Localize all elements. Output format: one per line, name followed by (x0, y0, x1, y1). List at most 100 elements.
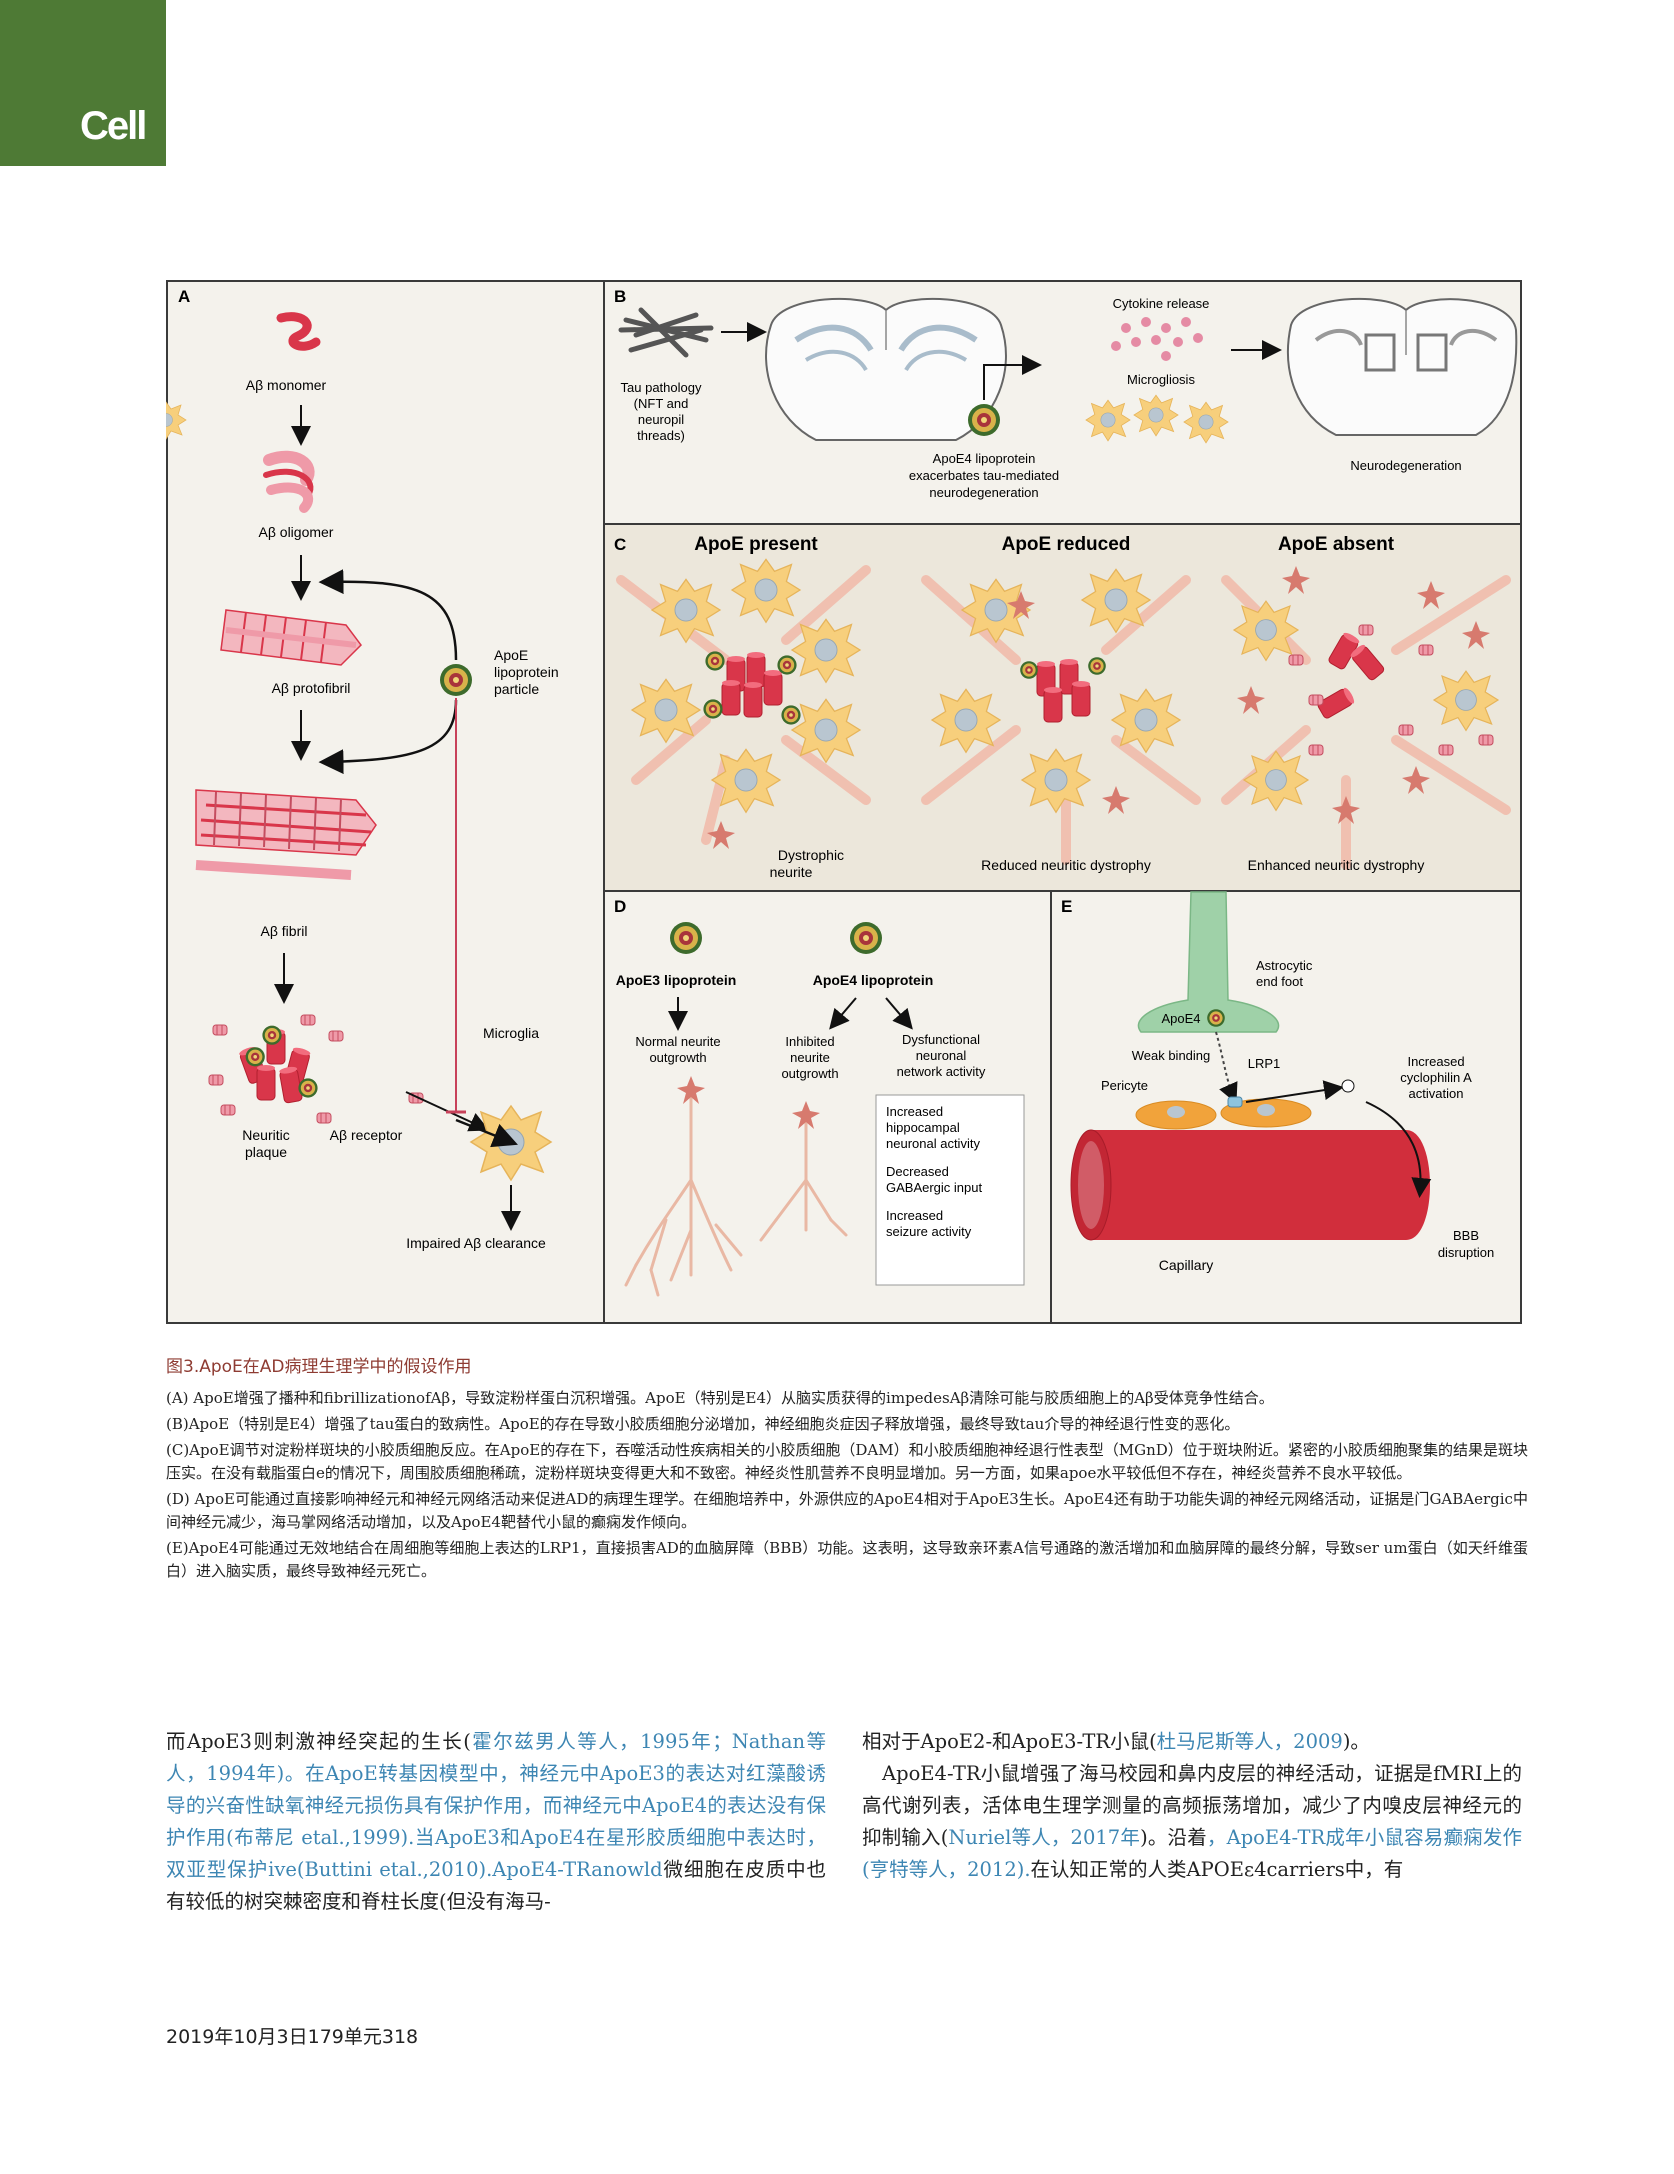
abeta-monomer-icon (276, 312, 321, 351)
abeta-fibril-icon (195, 789, 377, 880)
body-column-right: 相对于ApoE2-和ApoE3-TR小鼠(杜马尼斯等人，2009)。 ApoE4… (862, 1726, 1522, 1886)
citation-link-dumanis[interactable]: 杜马尼斯等人，2009 (1156, 1730, 1343, 1753)
label-clearance: Impaired Aβ clearance (406, 1235, 546, 1251)
figure-svg: A Aβ monomer Aβ oligomer Aβ protofibril (166, 280, 1522, 1324)
apoe4-particle-d (850, 922, 882, 954)
figure-caption: 图3.ApoE在AD病理生理学中的假设作用 (A) ApoE增强了播种和fibr… (166, 1352, 1528, 1586)
label-apoe-b-1: ApoE4 lipoprotein (933, 451, 1036, 466)
label-bbb-2: disruption (1438, 1245, 1494, 1260)
body-left-text-1: 而ApoE3则刺激神经突起的生长( (166, 1730, 471, 1753)
panel-c-letter: C (614, 535, 626, 554)
body-right-text-3: ApoE4-TR小鼠增强了海马校园和鼻内皮层的神经活动，证据是fMRI上的高代谢… (862, 1762, 1522, 1849)
label-oligomer: Aβ oligomer (259, 524, 334, 540)
label-tau-2: (NFT and (634, 396, 689, 411)
label-particle-2: lipoprotein (494, 664, 559, 680)
label-bbb-1: BBB (1453, 1228, 1479, 1243)
label-inhibited-1: Inhibited (785, 1034, 834, 1049)
label-pericyte: Pericyte (1101, 1078, 1148, 1093)
label-apoe4-e: ApoE4 (1161, 1011, 1200, 1026)
journal-logo: Cell (80, 104, 147, 148)
label-dysfunctional-1: Dysfunctional (902, 1032, 980, 1047)
label-cytokine: Cytokine release (1113, 296, 1210, 311)
box-2-1: Decreased (886, 1164, 949, 1179)
citation-link-nuriel[interactable]: Nuriel等人，2017年 (948, 1826, 1141, 1849)
body-left-text-2: 微细胞在皮质中也有较低的树突棘密度和脊柱长度(但没有海马- (166, 1858, 826, 1913)
label-dysfunctional-2: neuronal (916, 1048, 967, 1063)
body-right-text-4: )。沿着 (1140, 1826, 1207, 1849)
label-tau-4: threads) (637, 428, 685, 443)
astrocyte-end-foot (1137, 891, 1280, 1033)
label-tau-3: neuropil (638, 412, 684, 427)
cytokine-dots (1111, 317, 1203, 361)
label-tau-1: Tau pathology (621, 380, 702, 395)
abeta-oligomer-icon (263, 450, 315, 513)
caption-paragraph-d: (D) ApoE可能通过直接影响神经元和神经元网络活动来促进AD的病理生理学。在… (166, 1490, 1528, 1531)
title-apoe-present: ApoE present (694, 534, 818, 555)
label-plaque-2: plaque (245, 1144, 287, 1160)
label-particle-3: particle (494, 681, 539, 697)
apoe-particle-icon (440, 664, 472, 696)
panel-c: C ApoE present ApoE reduced ApoE absent (603, 523, 1522, 892)
caption-paragraph-c: (C)ApoE调节对淀粉样斑块的小胶质细胞反应。在ApoE的存在下，吞噬活动性疾… (166, 1441, 1528, 1482)
label-reduced-dystrophy: Reduced neuritic dystrophy (981, 857, 1151, 873)
label-neurodegeneration: Neurodegeneration (1350, 458, 1461, 473)
box-1-3: neuronal activity (886, 1136, 980, 1151)
lrp1-receptor (1227, 1096, 1243, 1108)
label-dystrophic-2: neurite (770, 864, 813, 880)
title-apoe-reduced: ApoE reduced (1002, 534, 1131, 555)
label-normal-2: outgrowth (649, 1050, 706, 1065)
label-enhanced-dystrophy: Enhanced neuritic dystrophy (1248, 857, 1425, 873)
label-particle-1: ApoE (494, 647, 528, 663)
page-footer-citation: 2019年10月3日179单元318 (166, 2026, 419, 2048)
label-monomer: Aβ monomer (246, 377, 327, 393)
label-dysfunctional-3: network activity (897, 1064, 986, 1079)
label-astro-1: Astrocytic (1256, 958, 1313, 973)
label-capillary: Capillary (1159, 1257, 1213, 1273)
box-2-2: GABAergic input (886, 1180, 982, 1195)
apoe4-lipoprotein-b (968, 404, 1000, 436)
panel-d: D ApoE3 lipoprotein ApoE4 lipoprotein No… (603, 890, 1052, 1324)
figure-3: A Aβ monomer Aβ oligomer Aβ protofibril (166, 280, 1522, 1324)
label-plaque-1: Neuritic (242, 1127, 289, 1143)
journal-logo-box: Cell (0, 0, 166, 166)
label-inhibited-3: outgrowth (781, 1066, 838, 1081)
caption-paragraph-b: (B)ApoE（特别是E4）增强了tau蛋白的致病性。ApoE的存在导致小胶质细… (166, 1415, 1240, 1433)
caption-paragraph-a: (A) ApoE增强了播种和fibrillizationofAβ，导致淀粉样蛋白… (166, 1389, 1274, 1407)
citation-link-left[interactable]: 霍尔兹男人等人，1995年；Nathan等人，1994年)。在ApoE转基因模型… (166, 1730, 826, 1881)
caption-paragraph-e: (E)ApoE4可能通过无效地结合在周细胞等细胞上表达的LRP1，直接损害AD的… (166, 1539, 1528, 1580)
panel-a-letter: A (178, 287, 190, 306)
label-astro-2: end foot (1256, 974, 1303, 989)
label-microglia: Microglia (483, 1025, 539, 1041)
box-1-2: hippocampal (886, 1120, 960, 1135)
body-column-left: 而ApoE3则刺激神经突起的生长(霍尔兹男人等人，1995年；Nathan等人，… (166, 1726, 826, 1918)
label-cyclo-1: Increased (1407, 1054, 1464, 1069)
tau-tangle-icon (618, 307, 714, 358)
label-microgliosis: Microgliosis (1127, 372, 1195, 387)
body-right-text-1: 相对于ApoE2-和ApoE3-TR小鼠( (862, 1730, 1157, 1753)
label-fibril: Aβ fibril (261, 923, 308, 939)
label-weak-binding: Weak binding (1132, 1048, 1211, 1063)
brain-section-degenerated (1287, 297, 1518, 436)
citation-link-hunter[interactable]: ，ApoE4-TR成年小鼠容易癫痫发作(亨特等人，2012). (862, 1826, 1522, 1881)
label-normal-1: Normal neurite (635, 1034, 720, 1049)
panel-e-letter: E (1061, 897, 1072, 916)
brain-section-healthy (765, 297, 1007, 441)
box-3-2: seizure activity (886, 1224, 972, 1239)
label-apoe4-d: ApoE4 lipoprotein (813, 972, 934, 988)
label-dystrophic-1: Dystrophic (778, 847, 844, 863)
label-apoe-b-2: exacerbates tau-mediated (909, 468, 1059, 483)
box-1-1: Increased (886, 1104, 943, 1119)
body-right-text-2: )。 (1342, 1730, 1370, 1753)
label-apoe-b-3: neurodegeneration (929, 485, 1038, 500)
label-lrp1: LRP1 (1248, 1056, 1281, 1071)
label-apoe3: ApoE3 lipoprotein (616, 972, 737, 988)
label-protofibril: Aβ protofibril (272, 680, 351, 696)
microglia-cell-a (470, 1105, 552, 1181)
body-right-text-5: 在认知正常的人类APOEε4carriers中，有 (1030, 1858, 1404, 1881)
panel-b: B Tau pathology (NFT and neuropil thread… (166, 280, 1522, 525)
panel-d-letter: D (614, 897, 626, 916)
neuron-inhibited (759, 1113, 848, 1242)
caption-title: 图3.ApoE在AD病理生理学中的假设作用 (166, 1357, 472, 1377)
label-receptor: Aβ receptor (330, 1127, 403, 1143)
panel-e: E Astrocytic end foot ApoE4 Weak binding… (1050, 890, 1522, 1324)
